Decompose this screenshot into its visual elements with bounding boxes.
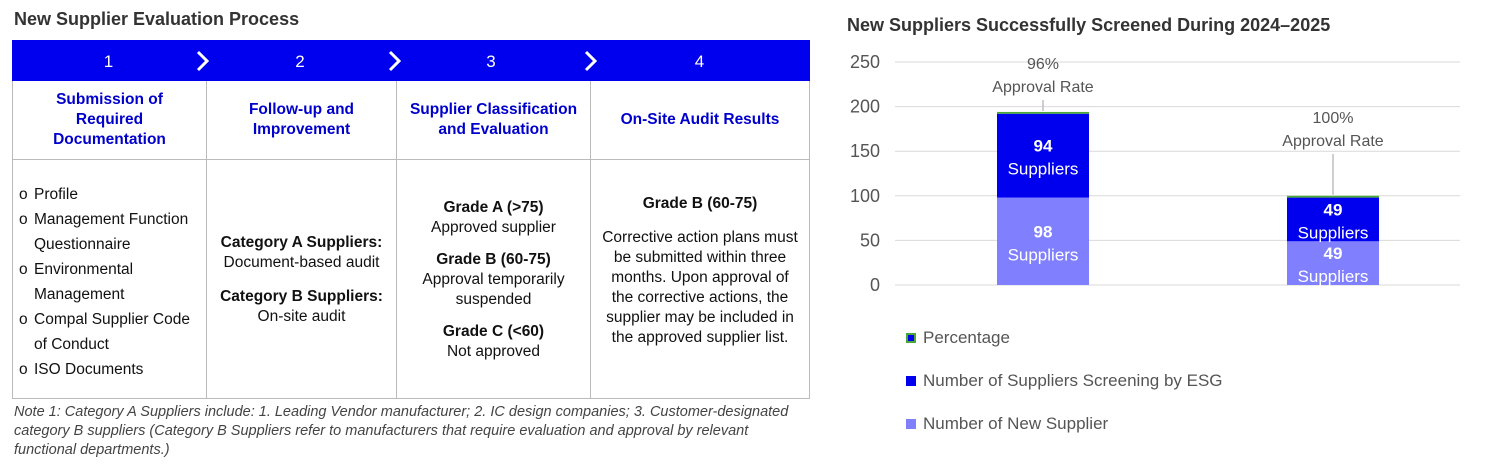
legend-item-esg: Number of Suppliers Screening by ESG [906,371,1223,391]
chevron-right-icon [584,50,598,72]
grade-c-label: Grade C (<60) [442,323,545,340]
data-unit-label: Suppliers [1298,267,1369,286]
bar-segment [1287,195,1379,198]
bullet-icon: o [19,311,28,328]
bar-segment [997,111,1089,114]
grade-b-text: Approval temporarily suspended [422,271,565,308]
header-followup: Follow-up and Improvement [248,101,355,138]
list-item: o Management Function Questionnaire [13,207,206,257]
document-iso: ISO Documents [34,361,144,378]
process-grid: Submission of Required Documentation Fol… [12,81,810,399]
list-item: o Profile [13,182,206,207]
followup-cell: Category A Suppliers: Document-based aud… [207,160,396,398]
category-a-heading: Category A Suppliers: [220,234,383,251]
bullet-icon: o [19,361,28,378]
column-divider [206,81,207,398]
bullet-icon: o [19,211,28,228]
step-number-4: 4 [694,52,705,71]
process-table: 1 2 3 4 Submission of Required Documenta… [12,40,810,400]
step-number-1: 1 [103,52,114,71]
bar-segment [1287,241,1379,285]
list-item: o Environmental Management [13,257,206,307]
header-classification: Supplier Classification and Evaluation [409,101,578,138]
y-tick-label: 0 [870,275,880,295]
document-code-of-conduct: Compal Supplier Code of Conduct [34,311,190,353]
audit-grade-label: Grade B (60-75) [642,195,758,212]
column-divider [590,81,591,398]
y-tick-label: 150 [850,141,880,161]
category-a-text: Document-based audit [223,254,380,271]
grade-a-label: Grade A (>75) [443,199,544,216]
audit-text: Corrective action plans must be submitte… [602,229,798,346]
data-label: 94 [1034,137,1053,156]
data-label: 49 [1324,244,1343,263]
bar-segment [1287,197,1379,242]
x-tick-label: 2025 [1313,302,1353,305]
chevron-right-icon [196,50,210,72]
grade-a-text: Approved supplier [431,219,556,236]
bullet-icon: o [19,186,28,203]
bar-segment [997,197,1089,285]
document-questionnaire: Management Function Questionnaire [34,211,189,253]
category-b-text: On-site audit [257,308,346,325]
category-b-heading: Category B Suppliers: [220,288,383,305]
row-divider [13,159,809,160]
step-number-3: 3 [486,52,496,71]
data-unit-label: Suppliers [1298,223,1369,242]
bar-chart: 25020015010050098Suppliers94Suppliers96%… [850,52,1460,305]
legend-item-new-supplier: Number of New Supplier [906,414,1108,434]
annotation-percentage: 100% [1313,110,1354,127]
annotation-label: Approval Rate [992,79,1093,96]
y-tick-label: 200 [850,97,880,117]
annotation-label: Approval Rate [1282,133,1383,150]
column-divider [396,81,397,398]
list-item: o Compal Supplier Code of Conduct [13,307,206,357]
process-title: New Supplier Evaluation Process [14,9,300,29]
x-tick-label: 2024 [1023,302,1063,305]
y-tick-label: 50 [860,230,880,250]
grade-b-label: Grade B (60-75) [436,251,551,268]
legend-swatch [906,333,916,343]
list-item: o ISO Documents [13,357,206,382]
data-unit-label: Suppliers [1008,160,1079,179]
legend-label: Number of New Supplier [923,414,1109,433]
legend-swatch [906,376,916,386]
chevron-right-icon [388,50,402,72]
grades-cell: Grade A (>75) Approved supplier Grade B … [397,160,590,398]
legend-swatch [906,419,916,429]
step-number-2: 2 [295,52,305,71]
header-submission: Submission of Required Documentation [53,91,166,148]
data-label: 49 [1324,200,1343,219]
footnote: Note 1: Category A Suppliers include: 1.… [14,404,789,458]
step-bar: 1 2 3 4 [12,40,810,81]
data-label: 98 [1034,222,1053,241]
grade-c-text: Not approved [446,343,541,360]
annotation-percentage: 96% [1027,56,1059,73]
bullet-icon: o [19,261,28,278]
header-audit: On-Site Audit Results [620,111,780,128]
bar-segment [997,113,1089,198]
data-unit-label: Suppliers [1008,245,1079,264]
y-tick-label: 100 [850,186,880,206]
legend-item-percentage: Percentage [906,328,1010,348]
y-tick-label: 250 [850,52,880,72]
chart-title: New Suppliers Successfully Screened Duri… [847,15,1331,35]
legend-label: Percentage [923,328,1010,347]
document-profile: Profile [34,186,78,203]
document-environmental: Environmental Management [34,261,134,303]
legend-label: Number of Suppliers Screening by ESG [923,371,1223,390]
audit-cell: Grade B (60-75) Corrective action plans … [591,160,809,398]
